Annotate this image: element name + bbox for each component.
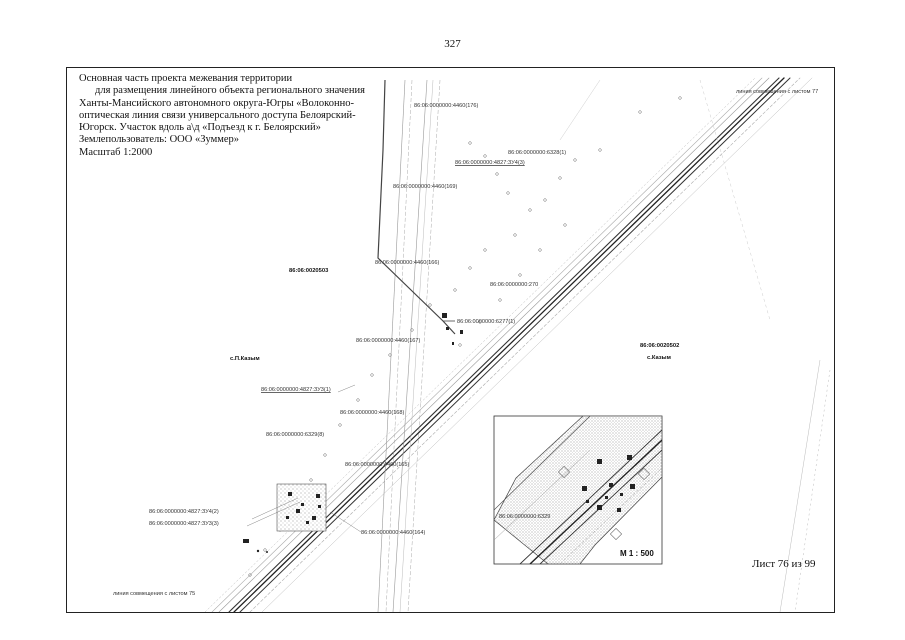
cadastral-block-label: 86:06:0020503 [289,268,329,274]
parcel-boundaries [377,79,831,612]
structure-markers [243,313,463,553]
parcel-label: 86:06:0000000:6328(1) [508,150,567,156]
parcel-label: 86:06:0000000:4460(176) [414,103,479,109]
title-block: Основная часть проекта межевания террито… [79,73,379,159]
page-number: 327 [444,38,461,50]
parcel-label: 86:06:0000000:4827:ЗУ3(1) [261,387,331,393]
parcel-label: 86:06:0000000:4827:ЗУ4(2) [149,509,219,515]
parcel-label: 86:06:0000000:6277(1) [457,319,516,325]
title-line: Основная часть проекта межевания террито… [79,73,293,84]
main-map [204,77,831,612]
parcel-label: 86:06:0000000:6329(8) [266,432,325,438]
parcel-label: 86:06:0000000:270 [490,282,539,288]
parcel-label: 86:06:0000000:4460(169) [393,184,458,190]
parcel-label: 86:06:0000000:4460(165) [345,462,410,468]
title-line: Ханты-Мансийского автономного округа-Югр… [79,97,354,109]
match-line-label-top: линия совмещения с листом 77 [736,89,819,95]
place-label: с.Казым [647,355,671,361]
title-line: для размещения линейного объекта региона… [95,85,365,97]
title-line: Югорск. Участок вдоль а\д «Подъезд к г. … [79,122,321,134]
cadastral-block-label: 86:06:0020502 [640,343,680,349]
parcel-label: 86:06:0000000:4460(166) [375,260,440,266]
parcel-hatch-markers [286,492,321,524]
inset-map [493,415,663,565]
title-line: оптическая линия связи универсального до… [79,109,356,121]
map-scale: Масштаб 1:2000 [79,146,153,158]
parcel-label: 86:06:0000000:4827:ЗУ4(3) [455,160,525,166]
parcel-label: 86:06:0000000:4460(164) [361,530,426,536]
land-user: Землепользователь: ООО «Зуммер» [79,134,240,146]
sheet-number: Лист 76 из 99 [752,558,816,570]
match-line-label-bottom: линия совмещения с листом 75 [113,591,196,597]
inset-parcel-label: 86:06:0000000:6329 [499,514,551,520]
parcel-label: 86:06:0000000:4827:ЗУ3(3) [149,521,219,527]
parcel-label: 86:06:0000000:4460(168) [340,410,405,416]
leader-lines [246,384,362,533]
inset-scale-label: М 1 : 500 [620,549,654,558]
parcel-label: 86:06:0000000:4460(167) [356,338,421,344]
parcel-hatch-area [276,483,327,532]
map-frame [66,67,835,613]
place-label: с.П.Казым [230,356,260,362]
